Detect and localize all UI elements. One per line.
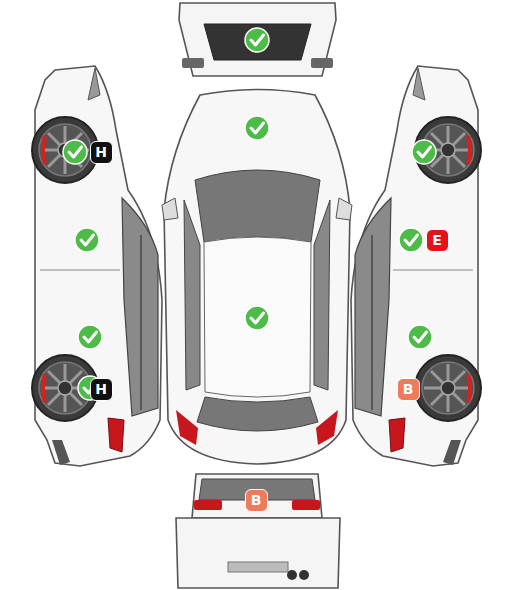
damage-code: H <box>95 381 107 397</box>
damage-badge: B <box>397 378 420 401</box>
damage-badge: H <box>90 378 113 401</box>
check-circle <box>75 228 99 252</box>
check-circle <box>245 116 269 140</box>
damage-badge: B <box>245 489 268 512</box>
damage-code: H <box>95 144 107 160</box>
damage-code: B <box>251 492 262 508</box>
damage-code: E <box>432 232 442 248</box>
check-marks <box>63 28 436 400</box>
check-mark <box>251 123 264 133</box>
damage-code: B <box>403 381 414 397</box>
check-circle <box>63 140 87 164</box>
check-circle <box>245 306 269 330</box>
check-mark <box>251 35 264 45</box>
damage-badge: H <box>90 141 113 164</box>
check-mark <box>251 313 264 323</box>
check-mark <box>418 147 431 157</box>
check-mark <box>414 332 427 342</box>
check-mark <box>405 235 418 245</box>
check-circle <box>399 228 423 252</box>
check-circle <box>245 28 269 52</box>
damage-badge: E <box>426 229 449 252</box>
check-mark <box>81 235 94 245</box>
check-circle <box>78 325 102 349</box>
check-mark <box>69 147 82 157</box>
check-circle <box>412 140 436 164</box>
check-mark <box>84 332 97 342</box>
check-circle <box>408 325 432 349</box>
